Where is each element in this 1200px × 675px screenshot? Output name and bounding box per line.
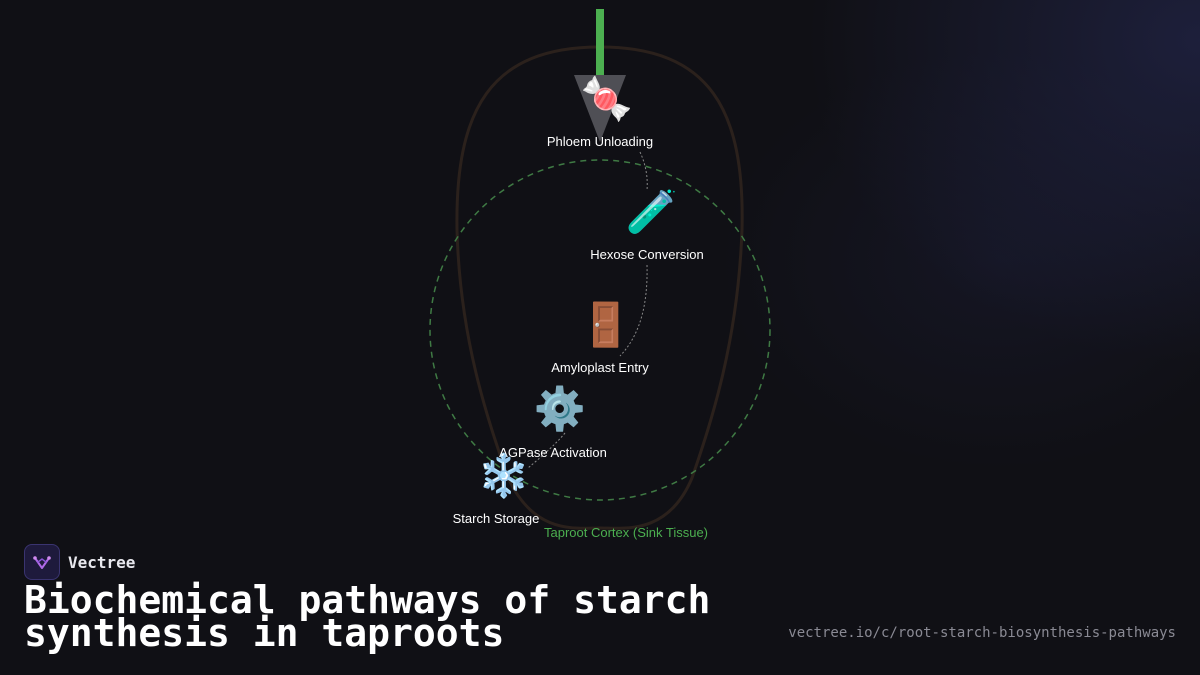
pathway-connector — [619, 264, 648, 357]
node-label-agpase-activation: AGPase Activation — [499, 445, 607, 460]
brand: Vectree — [24, 544, 135, 580]
pathway-connector — [527, 432, 566, 469]
snowflake-icon: ❄️ — [477, 451, 531, 500]
node-label-hexose-conversion: Hexose Conversion — [590, 247, 704, 262]
brand-name: Vectree — [68, 552, 136, 572]
pathway-connector — [639, 151, 648, 191]
region-label: Taproot Cortex (Sink Tissue) — [544, 525, 709, 540]
door-icon: 🚪 — [579, 300, 633, 349]
node-label-amyloplast-entry: Amyloplast Entry — [551, 360, 649, 375]
node-label-phloem-unloading: Phloem Unloading — [546, 134, 654, 149]
taproot-outline — [455, 45, 744, 530]
sink-tissue-ring — [429, 159, 771, 501]
page-title: Biochemical pathways of starch synthesis… — [24, 578, 711, 655]
gear-icon: ⚙️ — [533, 384, 587, 433]
vectree-logo-icon — [24, 544, 60, 580]
candy-icon: 🍬 — [580, 74, 634, 123]
unloading-cone — [574, 75, 626, 142]
test-tube-icon: 🧪 — [625, 187, 679, 236]
node-label-starch-storage: Starch Storage — [452, 511, 540, 526]
source-url: vectree.io/c/root-starch-biosynthesis-pa… — [788, 625, 1176, 641]
phloem-stream — [596, 9, 604, 77]
